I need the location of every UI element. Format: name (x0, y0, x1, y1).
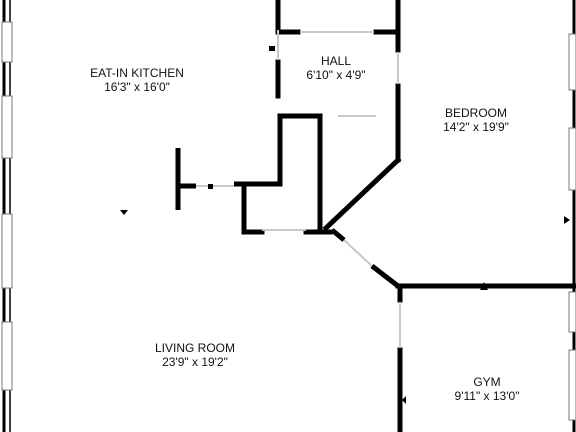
left-windows (1, 21, 13, 391)
kitchen-marker (208, 184, 213, 189)
room-label-gym: GYM 9'11" x 13'0" (455, 375, 520, 403)
gym-door-marker (480, 282, 488, 290)
room-label-bedroom: BEDROOM 14'2" x 19'9" (443, 106, 509, 134)
room-dimensions: 23'9" x 19'2" (162, 355, 228, 369)
room-dimensions: 9'11" x 13'0" (455, 389, 520, 403)
hall-openings (277, 30, 399, 117)
closet-walls (241, 113, 333, 235)
room-dimensions: 14'2" x 19'9" (443, 120, 509, 134)
room-label-living-room: LIVING ROOM 23'9" x 19'2" (155, 341, 235, 369)
hall-door-marker (269, 46, 275, 51)
living-diagonal (330, 228, 400, 288)
room-dimensions: 6'10" x 4'9" (306, 68, 365, 82)
room-name: BEDROOM (445, 106, 507, 120)
bedroom-wall-marker (564, 216, 570, 224)
hall-walls (275, 0, 401, 163)
right-exterior-wall (568, 0, 576, 432)
gym-wall-marker (402, 396, 406, 404)
room-label-eat-in-kitchen: EAT-IN KITCHEN 16'3" x 16'0" (90, 66, 184, 94)
bedroom-diagonal-wall (322, 156, 402, 232)
room-name: LIVING ROOM (155, 341, 235, 355)
left-exterior-wall (1, 0, 13, 432)
room-name: GYM (473, 375, 500, 389)
room-name: HALL (321, 54, 351, 68)
room-dimensions: 16'3" x 16'0" (104, 80, 170, 94)
room-name: EAT-IN KITCHEN (90, 66, 184, 80)
kitchen-counter (175, 148, 244, 210)
kitchen-arrow-icon (120, 210, 128, 215)
room-label-hall: HALL 6'10" x 4'9" (306, 54, 365, 82)
right-windows (568, 33, 576, 421)
